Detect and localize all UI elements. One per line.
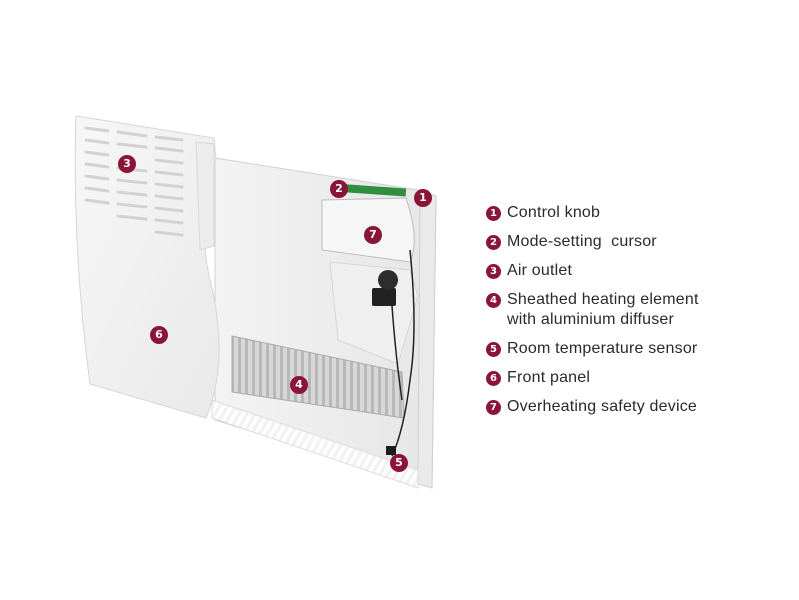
legend-label: Sheathed heating element with aluminium …	[507, 291, 699, 328]
legend-badge: 2	[486, 235, 501, 250]
legend-item-control-knob: 1 Control knob	[486, 203, 786, 223]
legend: 1 Control knob 2 Mode-setting cursor 3 A…	[486, 203, 786, 426]
legend-badge: 5	[486, 342, 501, 357]
legend-item-air-outlet: 3 Air outlet	[486, 261, 786, 281]
callout-5: 5	[390, 454, 408, 472]
legend-badge: 7	[486, 400, 501, 415]
callout-1: 1	[414, 189, 432, 207]
legend-badge: 4	[486, 293, 501, 308]
legend-badge: 3	[486, 264, 501, 279]
legend-label: Overheating safety device	[507, 398, 697, 415]
callout-2: 2	[330, 180, 348, 198]
callout-6: 6	[150, 326, 168, 344]
callout-7: 7	[364, 226, 382, 244]
legend-badge: 6	[486, 371, 501, 386]
legend-label: Room temperature sensor	[507, 340, 698, 357]
callout-3: 3	[118, 155, 136, 173]
legend-label: Air outlet	[507, 262, 573, 279]
legend-label: Control knob	[507, 204, 601, 221]
legend-badge: 1	[486, 206, 501, 221]
callout-4: 4	[290, 376, 308, 394]
legend-item-mode-cursor: 2 Mode-setting cursor	[486, 232, 786, 252]
legend-label: Mode-setting cursor	[507, 233, 657, 250]
legend-item-heating-element: 4 Sheathed heating element with aluminiu…	[486, 290, 786, 330]
legend-item-safety-device: 7 Overheating safety device	[486, 397, 786, 417]
legend-item-front-panel: 6 Front panel	[486, 368, 786, 388]
legend-label: Front panel	[507, 369, 591, 386]
legend-item-temperature-sensor: 5 Room temperature sensor	[486, 339, 786, 359]
